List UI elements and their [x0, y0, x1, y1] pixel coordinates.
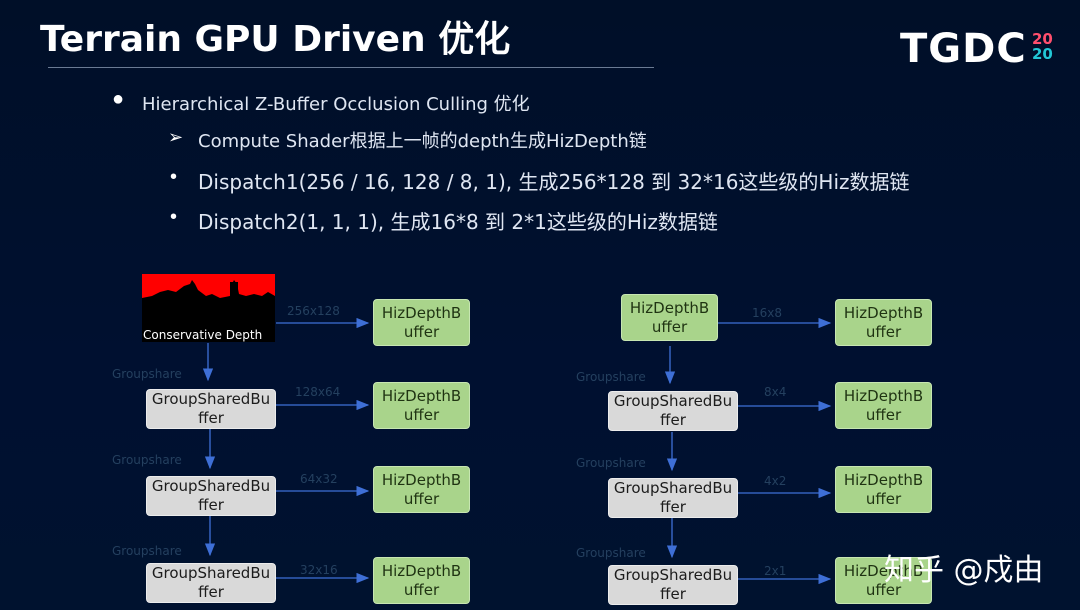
down-label: Groupshare: [112, 544, 182, 558]
edge-label: 2x1: [764, 564, 787, 578]
bullet-point-icon: •: [170, 206, 178, 228]
node-label: HizDepthB uffer: [381, 386, 462, 424]
node-label: HizDepthB uffer: [381, 561, 462, 599]
group-shared-buffer: GroupSharedBu ffer: [608, 565, 738, 605]
node-label: HizDepthB uffer: [843, 303, 924, 341]
tgdc-logo: TGDC 20 20: [900, 26, 1060, 72]
node-label: GroupSharedBu ffer: [151, 390, 271, 427]
node-label: HizDepthB uffer: [843, 561, 924, 599]
bullet-arrow-icon: ➢: [168, 127, 184, 147]
bullet-point-icon: •: [170, 166, 178, 188]
hiz-depth-buffer: HizDepthB uffer: [835, 557, 932, 604]
node-label: HizDepthB uffer: [381, 470, 462, 508]
logo-year: 20 20: [1032, 32, 1058, 62]
node-label: GroupSharedBu ffer: [151, 564, 271, 601]
title-divider: [48, 67, 654, 68]
down-label: Groupshare: [576, 370, 646, 384]
logo-year-bottom: 20: [1032, 45, 1053, 63]
zhihu-watermark: 知乎 @戍由: [884, 553, 1044, 588]
hiz-depth-buffer: HizDepthB uffer: [373, 299, 470, 346]
node-label: GroupSharedBu ffer: [613, 392, 733, 429]
slide-title: Terrain GPU Driven 优化: [40, 19, 511, 60]
bullet-main: Hierarchical Z-Buffer Occlusion Culling …: [142, 94, 530, 115]
hiz-depth-buffer: HizDepthB uffer: [835, 382, 932, 429]
conservative-depth-label: Conservative Depth: [143, 328, 263, 342]
hiz-depth-buffer: HizDepthB uffer: [373, 557, 470, 604]
edge-label: 256x128: [287, 304, 340, 318]
edge-label: 64x32: [300, 472, 338, 486]
edge-label: 4x2: [764, 474, 787, 488]
edge-label: 128x64: [295, 385, 341, 399]
bullet-dot-icon: ●: [112, 88, 125, 110]
bullet-sub-3: Dispatch2(1, 1, 1), 生成16*8 到 2*1这些级的Hiz数…: [198, 210, 718, 234]
hiz-depth-buffer: HizDepthB uffer: [835, 299, 932, 346]
group-shared-buffer: GroupSharedBu ffer: [608, 391, 738, 431]
edge-label: 16x8: [752, 306, 783, 320]
node-label: HizDepthB uffer: [629, 298, 710, 336]
group-shared-buffer: GroupSharedBu ffer: [146, 389, 276, 429]
hiz-depth-buffer: HizDepthB uffer: [373, 382, 470, 429]
down-label: Groupshare: [112, 367, 182, 381]
down-label: Groupshare: [112, 453, 182, 467]
edge-label: 8x4: [764, 385, 787, 399]
group-shared-buffer: GroupSharedBu ffer: [146, 563, 276, 603]
logo-text: TGDC: [900, 26, 1027, 72]
node-label: GroupSharedBu ffer: [613, 566, 733, 603]
node-label: HizDepthB uffer: [381, 303, 462, 341]
group-shared-buffer: GroupSharedBu ffer: [146, 476, 276, 516]
down-label: Groupshare: [576, 456, 646, 470]
node-label: HizDepthB uffer: [843, 470, 924, 508]
hiz-depth-buffer: HizDepthB uffer: [835, 466, 932, 513]
conservative-depth-image: Conservative Depth: [142, 274, 275, 342]
edge-label: 32x16: [300, 563, 338, 577]
node-label: GroupSharedBu ffer: [613, 479, 733, 516]
depth-silhouette: [142, 274, 275, 324]
node-label: GroupSharedBu ffer: [151, 477, 271, 514]
bullet-sub-1: Compute Shader根据上一帧的depth生成HizDepth链: [198, 131, 647, 152]
group-shared-buffer: GroupSharedBu ffer: [608, 478, 738, 518]
hiz-depth-buffer-source: HizDepthB uffer: [621, 294, 718, 341]
node-label: HizDepthB uffer: [843, 386, 924, 424]
hiz-depth-buffer: HizDepthB uffer: [373, 466, 470, 513]
logo-year-top: 20: [1032, 30, 1053, 48]
bullet-sub-2: Dispatch1(256 / 16, 128 / 8, 1), 生成256*1…: [198, 170, 910, 194]
down-label: Groupshare: [576, 546, 646, 560]
